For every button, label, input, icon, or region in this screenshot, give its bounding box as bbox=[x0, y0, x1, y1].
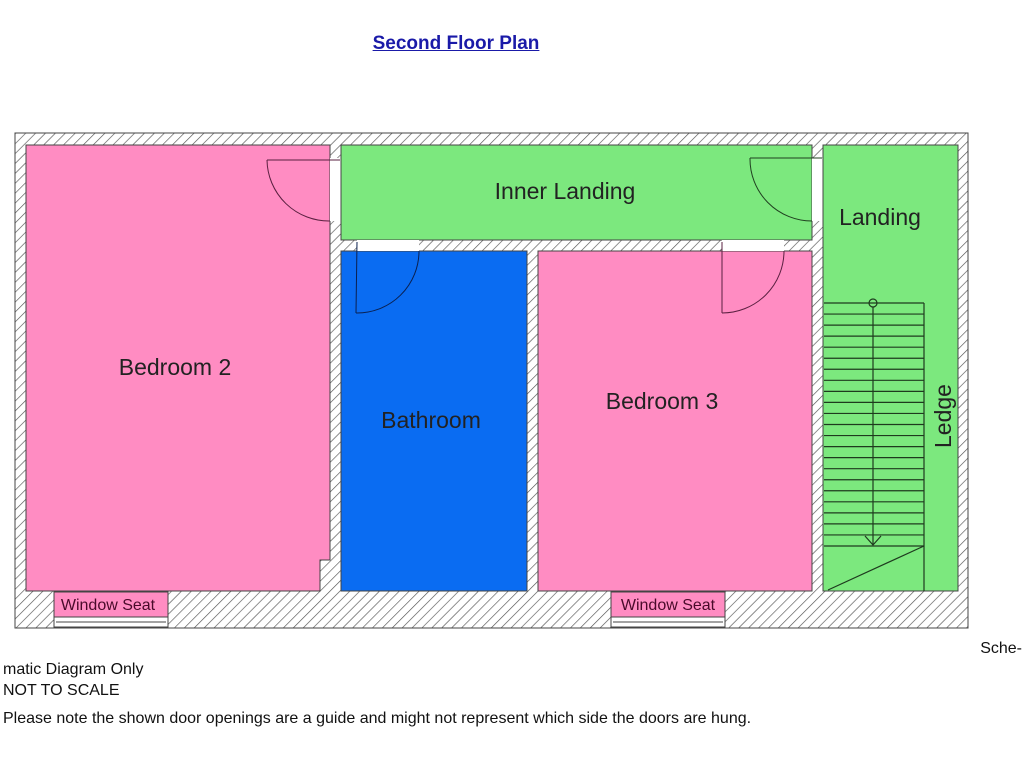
label-bathroom: Bathroom bbox=[381, 407, 481, 433]
room-landing bbox=[822, 144, 959, 592]
door-opening-bedroom-2 bbox=[330, 158, 341, 221]
staircase bbox=[824, 298, 925, 591]
room-bedroom-3 bbox=[537, 250, 813, 592]
stair-winder-line bbox=[827, 545, 925, 591]
note-schematic-part1: Sche- bbox=[980, 640, 1022, 657]
stair-arrow-icon bbox=[864, 535, 882, 546]
plan-title: Second Floor Plan bbox=[372, 33, 540, 54]
label-bedroom-2: Bedroom 2 bbox=[119, 354, 232, 380]
label-window-seat-1: Window Seat bbox=[61, 597, 156, 614]
stair-start-circle bbox=[868, 298, 878, 308]
room-bathroom bbox=[340, 250, 528, 592]
door-swing-bedroom-3 bbox=[721, 242, 785, 314]
label-ledge: Ledge bbox=[930, 384, 956, 448]
label-window-seat-2: Window Seat bbox=[621, 597, 716, 614]
note-not-to-scale: NOT TO SCALE bbox=[3, 682, 120, 699]
room-inner-landing bbox=[340, 144, 813, 241]
floor-plan: Bedroom 2 Inner Landing Landing Bathroom… bbox=[14, 132, 969, 629]
window-seat-2 bbox=[610, 591, 726, 618]
door-opening-landing bbox=[812, 158, 823, 221]
door-opening-bedroom-3 bbox=[722, 240, 784, 251]
door-swing-bedroom-2 bbox=[266, 159, 340, 222]
label-landing: Landing bbox=[839, 204, 921, 230]
room-bedroom-2 bbox=[25, 144, 331, 592]
note-schematic-part2: matic Diagram Only bbox=[3, 661, 144, 678]
window-seat-1 bbox=[53, 591, 169, 618]
label-inner-landing: Inner Landing bbox=[495, 178, 636, 204]
door-swing-inner-landing bbox=[749, 157, 822, 222]
door-opening-bathroom bbox=[357, 240, 419, 251]
door-swing-bathroom bbox=[355, 241, 420, 314]
label-bedroom-3: Bedroom 3 bbox=[606, 388, 719, 414]
note-disclaimer: Please note the shown door openings are … bbox=[3, 710, 752, 727]
